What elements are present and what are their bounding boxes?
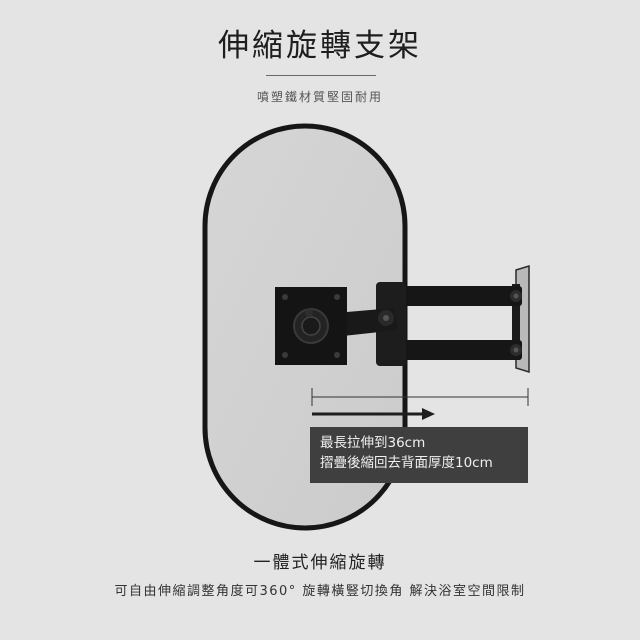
- folded-thickness-text: 摺疊後縮回去背面厚度10cm: [320, 455, 493, 471]
- max-extension-text: 最長拉伸到36cm: [320, 435, 426, 451]
- feature-description: 可自由伸縮調整角度可360° 旋轉橫豎切換角 解決浴室空間限制: [114, 584, 526, 599]
- vesa-mount-plate: [275, 287, 347, 365]
- extension-arrow: [312, 408, 435, 420]
- dimension-line: [311, 388, 529, 406]
- title-divider: [266, 75, 376, 76]
- feature-title: 一體式伸縮旋轉: [253, 553, 387, 573]
- page-subtitle: 噴塑鐵材質堅固耐用: [256, 90, 383, 104]
- page-title: 伸縮旋轉支架: [218, 28, 422, 64]
- extension-caption: 最長拉伸到36cm 摺疊後縮回去背面厚度10cm: [310, 427, 528, 483]
